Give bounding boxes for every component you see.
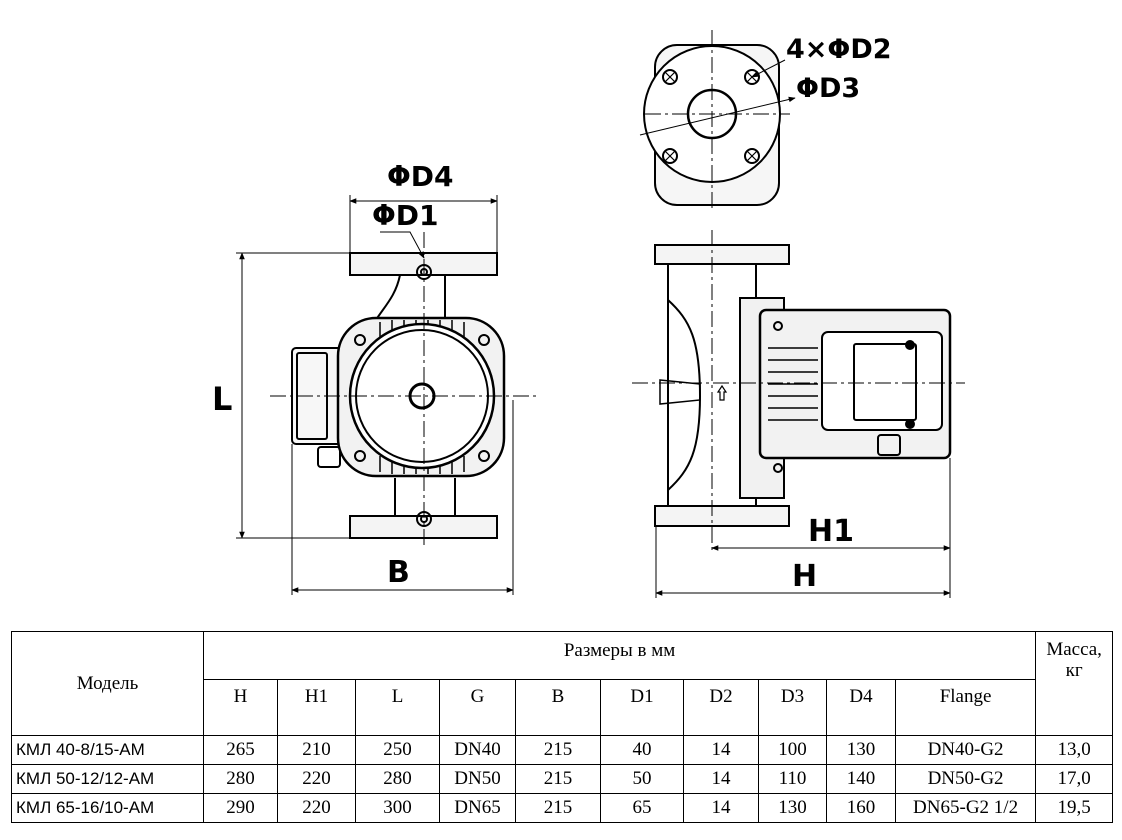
table-cell: 250 bbox=[355, 735, 440, 765]
label-h1: H1 bbox=[808, 514, 854, 549]
label-d1: ΦD1 bbox=[372, 199, 439, 232]
label-d2: 4×ΦD2 bbox=[786, 34, 892, 65]
pump-drawing: ΦD4 ΦD1 L B 4×ΦD2 ΦD3 bbox=[212, 30, 965, 598]
table-cell: 14 bbox=[683, 793, 759, 823]
col-header: D4 bbox=[826, 679, 896, 736]
table-cell: 14 bbox=[683, 735, 759, 765]
table-cell: 300 bbox=[355, 793, 440, 823]
row-model: КМЛ 65-16/10-AM bbox=[11, 793, 204, 823]
table-cell: 40 bbox=[600, 735, 684, 765]
label-h: H bbox=[792, 559, 817, 594]
side-view bbox=[654, 244, 952, 527]
spec-table: Модель Размеры в мм Масса, кг H H1 L G B… bbox=[11, 631, 1114, 823]
label-l: L bbox=[212, 380, 232, 418]
row-mass: 17,0 bbox=[1035, 764, 1114, 794]
col-header: D2 bbox=[683, 679, 759, 736]
table-cell: DN50 bbox=[439, 764, 516, 794]
table-cell: 160 bbox=[826, 793, 896, 823]
col-header: H bbox=[203, 679, 278, 736]
table-cell: DN40-G2 bbox=[894, 735, 1037, 765]
col-header: Flange bbox=[894, 679, 1037, 736]
table-cell: 215 bbox=[515, 764, 601, 794]
model-header: Модель bbox=[11, 631, 204, 736]
table-cell: DN65-G2 1/2 bbox=[894, 793, 1037, 823]
row-mass: 13,0 bbox=[1035, 735, 1114, 765]
col-header: L bbox=[355, 679, 440, 736]
size-header: Размеры в мм bbox=[202, 631, 1037, 680]
table-cell: 280 bbox=[203, 764, 278, 794]
table-cell: 130 bbox=[758, 793, 827, 823]
label-b: B bbox=[387, 555, 410, 590]
table-cell: 100 bbox=[758, 735, 827, 765]
table-cell: 50 bbox=[600, 764, 684, 794]
col-header: H1 bbox=[277, 679, 356, 736]
table-cell: 220 bbox=[277, 764, 356, 794]
col-header: D3 bbox=[758, 679, 827, 736]
table-cell: 210 bbox=[277, 735, 356, 765]
table-cell: DN50-G2 bbox=[894, 764, 1037, 794]
table-cell: DN65 bbox=[439, 793, 516, 823]
table-cell: 14 bbox=[683, 764, 759, 794]
table-cell: DN40 bbox=[439, 735, 516, 765]
table-row: КМЛ 50-12/12-AM 280 220 280 DN50 215 50 … bbox=[11, 764, 1114, 794]
table-cell: 215 bbox=[515, 735, 601, 765]
label-d3: ΦD3 bbox=[796, 73, 860, 104]
table-cell: 140 bbox=[826, 764, 896, 794]
table-row: КМЛ 65-16/10-AM 290 220 300 DN65 215 65 … bbox=[11, 793, 1114, 823]
col-header: D1 bbox=[600, 679, 684, 736]
table-cell: 220 bbox=[277, 793, 356, 823]
table-cell: 130 bbox=[826, 735, 896, 765]
table-cell: 65 bbox=[600, 793, 684, 823]
table-cell: 110 bbox=[758, 764, 827, 794]
table-cell: 265 bbox=[203, 735, 278, 765]
table-cell: 280 bbox=[355, 764, 440, 794]
row-model: КМЛ 40-8/15-AM bbox=[11, 735, 204, 765]
table-cell: 215 bbox=[515, 793, 601, 823]
table-row: КМЛ 40-8/15-AM 265 210 250 DN40 215 40 1… bbox=[11, 735, 1114, 765]
col-header: G bbox=[439, 679, 516, 736]
row-model: КМЛ 50-12/12-AM bbox=[11, 764, 204, 794]
label-d4: ΦD4 bbox=[387, 160, 454, 193]
mass-header: Масса, кг bbox=[1035, 631, 1114, 736]
row-mass: 19,5 bbox=[1035, 793, 1114, 823]
table-cell: 290 bbox=[203, 793, 278, 823]
col-header: B bbox=[515, 679, 601, 736]
